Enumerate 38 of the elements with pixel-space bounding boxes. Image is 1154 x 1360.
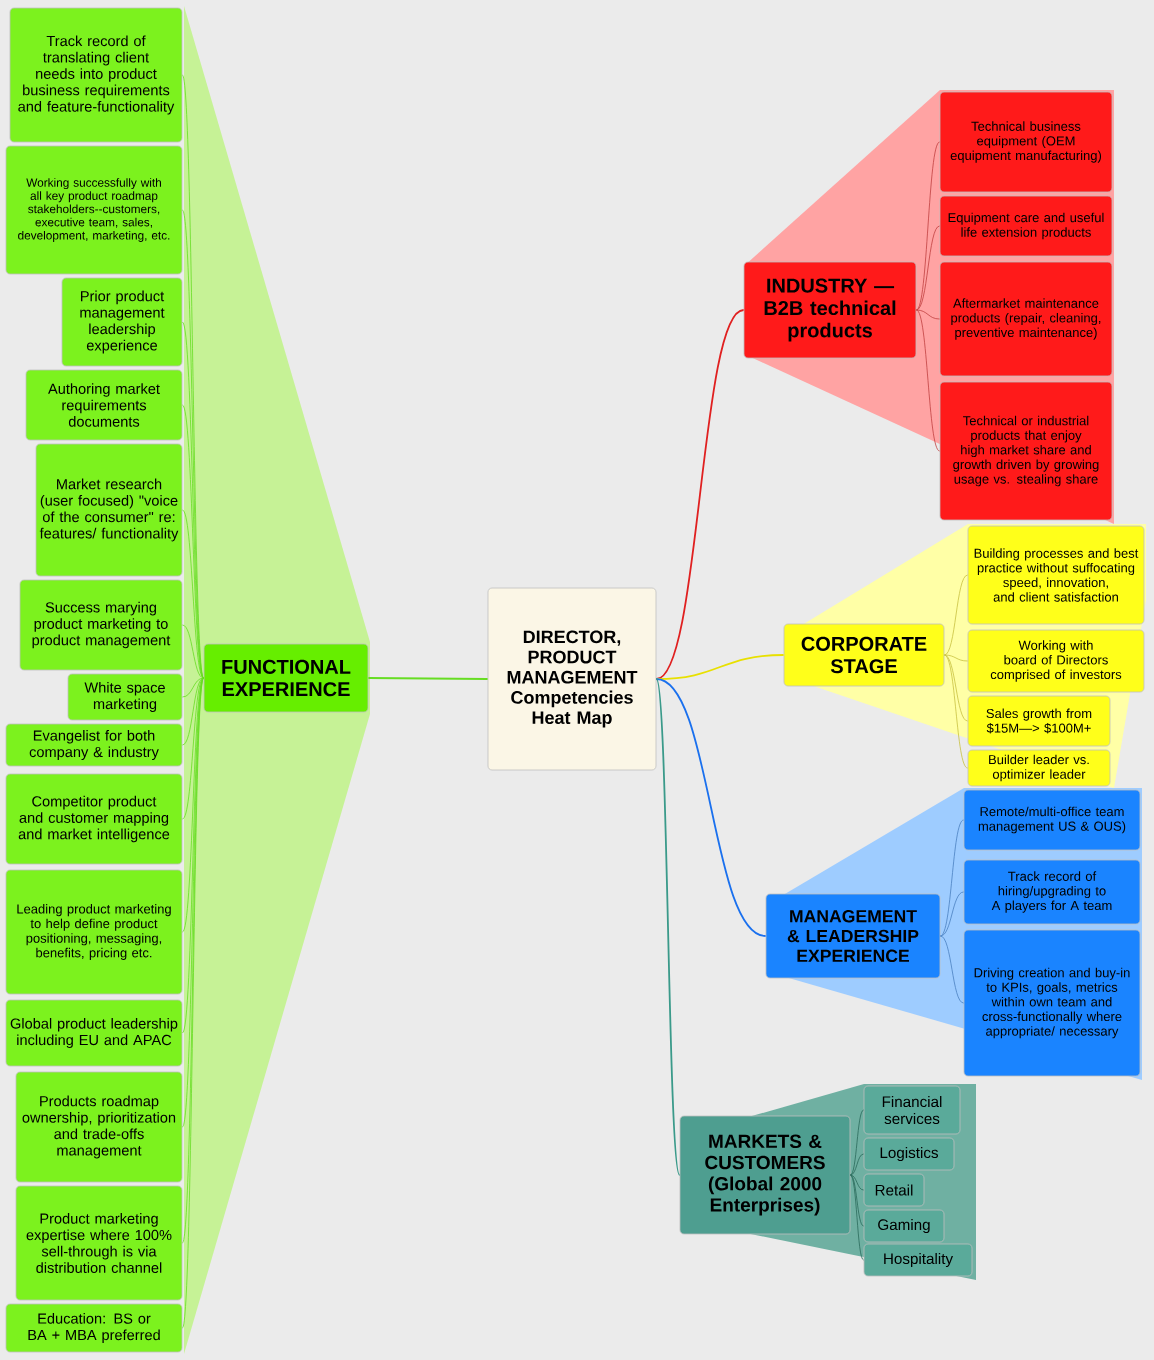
connector — [944, 574, 968, 656]
connector — [182, 677, 204, 698]
connector — [182, 677, 204, 746]
branch-box: INDUSTRY — B2B technical products — [743, 261, 917, 359]
connector — [850, 1153, 864, 1176]
branch-box: MARKETS & CUSTOMERS (Global 2000 Enterprises) — [679, 1115, 851, 1235]
connector — [916, 309, 940, 452]
connector — [655, 678, 767, 937]
connector — [182, 677, 204, 933]
connector — [940, 935, 964, 1004]
branch-box: MANAGEMENT & LEADERSHIP EXPERIENCE — [765, 893, 941, 979]
connector — [182, 509, 204, 679]
connector — [916, 141, 940, 311]
branch-box: CORPORATE STAGE — [783, 623, 945, 687]
connector — [655, 678, 681, 1176]
connector — [182, 677, 204, 1034]
connector — [182, 74, 204, 679]
connector — [655, 654, 785, 680]
connector — [182, 404, 204, 679]
connector — [850, 1174, 864, 1261]
connector — [850, 1174, 864, 1191]
topic-box: DIRECTOR, PRODUCT MANAGEMENT Competencies Heat Map — [487, 587, 657, 771]
connector — [916, 225, 940, 311]
connector — [367, 677, 489, 680]
connector — [182, 677, 204, 820]
connector — [655, 309, 745, 680]
connector — [182, 321, 204, 679]
connector — [182, 677, 204, 1128]
connector — [850, 1174, 864, 1227]
connector — [944, 654, 968, 769]
branch-box: FUNCTIONAL EXPERIENCE — [203, 643, 369, 713]
connector — [940, 819, 964, 937]
connector — [944, 654, 968, 662]
connector — [850, 1109, 864, 1176]
connector — [916, 309, 940, 320]
connector — [182, 624, 204, 679]
connector — [944, 654, 968, 722]
connector — [940, 891, 964, 937]
